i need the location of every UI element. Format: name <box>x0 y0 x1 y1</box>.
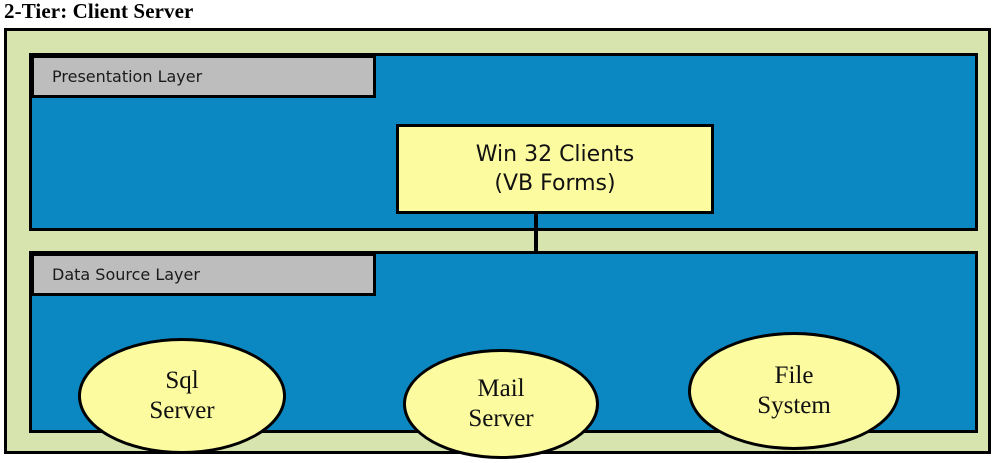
presentation-layer-tab: Presentation Layer <box>31 55 376 98</box>
file-system-line-1: File <box>774 362 814 389</box>
mail-server-node: Mail Server <box>403 349 599 459</box>
data-source-layer-panel: Data Source Layer Sql Server Mail Server… <box>29 251 978 459</box>
mail-server-line-1: Mail <box>477 375 525 402</box>
mail-server-line-2: Server <box>468 405 534 432</box>
win32-clients-node: Win 32 Clients (VB Forms) <box>396 124 714 214</box>
sql-server-line-1: Sql <box>165 367 199 394</box>
win32-clients-line-1: Win 32 Clients <box>475 142 635 167</box>
win32-clients-line-2: (VB Forms) <box>494 171 616 196</box>
presentation-layer-label: Presentation Layer <box>52 67 203 86</box>
page-title: 2-Tier: Client Server <box>4 0 194 23</box>
presentation-layer-panel: Presentation Layer Win 32 Clients (VB Fo… <box>29 53 978 231</box>
data-source-layer-tab: Data Source Layer <box>31 253 376 296</box>
sql-server-line-2: Server <box>149 397 215 424</box>
file-system-node: File System <box>688 332 900 450</box>
data-source-layer-label: Data Source Layer <box>52 265 200 284</box>
diagram-frame: Presentation Layer Win 32 Clients (VB Fo… <box>4 28 991 459</box>
file-system-line-2: System <box>757 392 831 419</box>
sql-server-node: Sql Server <box>78 338 286 454</box>
